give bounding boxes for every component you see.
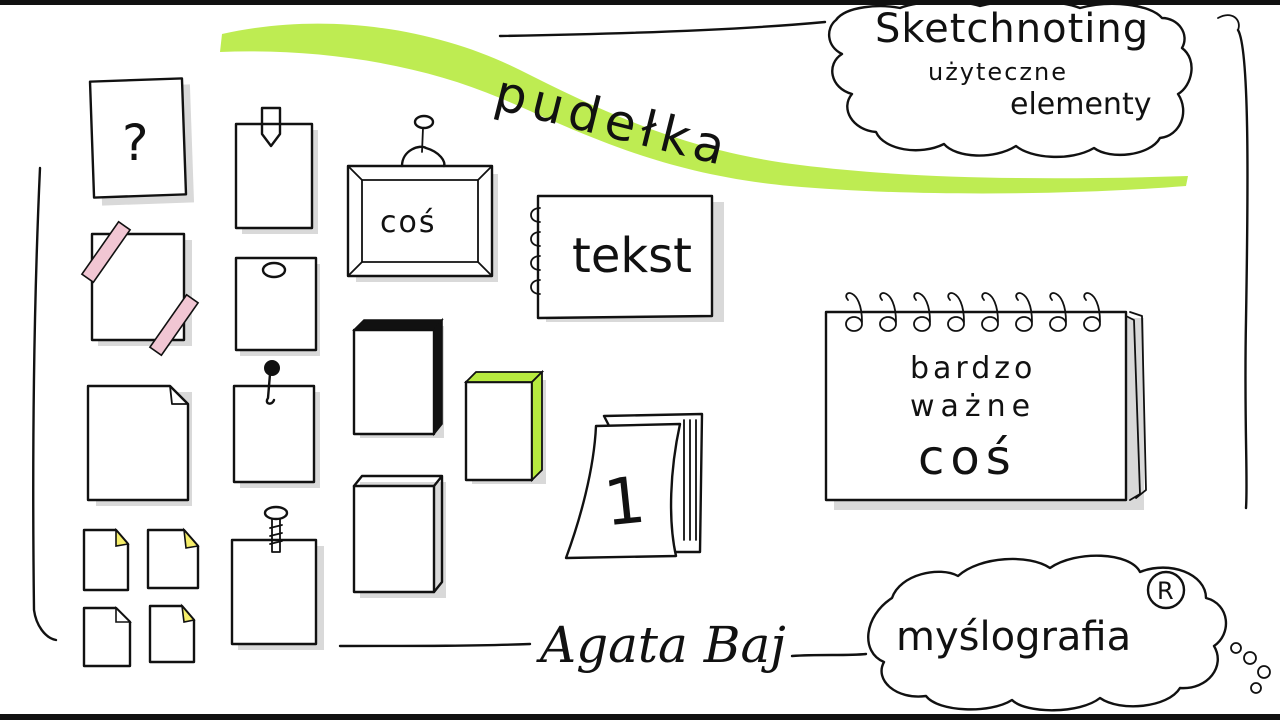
screw-icon <box>263 505 289 521</box>
pink-tape-bottom <box>148 293 200 357</box>
important-line3: coś <box>918 430 1017 486</box>
bottom-line-right <box>790 652 868 658</box>
frame-label: coś <box>380 205 436 240</box>
pink-tape-top <box>80 220 132 284</box>
important-notepad <box>824 310 1128 502</box>
pin-head-icon <box>264 360 280 376</box>
spiral-rings <box>845 292 1101 332</box>
notebook-rings <box>530 207 541 295</box>
banner-text: pudełka <box>489 63 737 178</box>
question-card <box>88 77 188 199</box>
calendar-page <box>564 422 682 560</box>
box-green-side <box>464 380 534 482</box>
title-cloud-tail <box>1217 14 1240 31</box>
important-line2: ważne <box>910 389 1036 424</box>
small-notes-group <box>82 527 200 668</box>
brand-logo-text: myślografia <box>896 614 1131 660</box>
question-mark: ? <box>122 114 149 172</box>
author-signature: Agata Baj <box>536 616 786 674</box>
important-line1: bardzo <box>910 351 1036 386</box>
title-line1: Sketchnoting <box>875 6 1149 52</box>
notebook-label: tekst <box>572 228 692 284</box>
top-line <box>498 20 827 38</box>
box-black-top <box>352 328 436 436</box>
magnet-card <box>234 256 318 352</box>
screw-card <box>230 538 318 646</box>
folded-corner-flap <box>169 385 189 405</box>
notebook-page <box>536 194 714 320</box>
bottom-edge <box>0 714 1280 720</box>
magnet-icon <box>261 261 287 279</box>
title-line3: elementy <box>1010 87 1151 122</box>
thought-bubbles <box>1230 642 1271 694</box>
pinned-card <box>234 122 314 230</box>
picture-frame <box>346 164 494 278</box>
box-plain <box>352 484 436 594</box>
left-bracket-line <box>32 166 58 642</box>
right-border-line <box>1236 28 1249 510</box>
green-highlight-banner <box>220 23 1188 194</box>
bottom-line-left <box>338 642 532 648</box>
top-edge <box>0 0 1280 5</box>
calendar-number: 1 <box>601 464 649 542</box>
folded-corner-card <box>86 384 190 502</box>
brand-cloud <box>867 554 1228 712</box>
hanging-nail-icon <box>400 145 446 168</box>
pushpin-icon <box>260 106 282 148</box>
registered-icon <box>1146 570 1186 610</box>
title-line2: użyteczne <box>928 58 1068 86</box>
registered-mark: R <box>1157 577 1174 605</box>
